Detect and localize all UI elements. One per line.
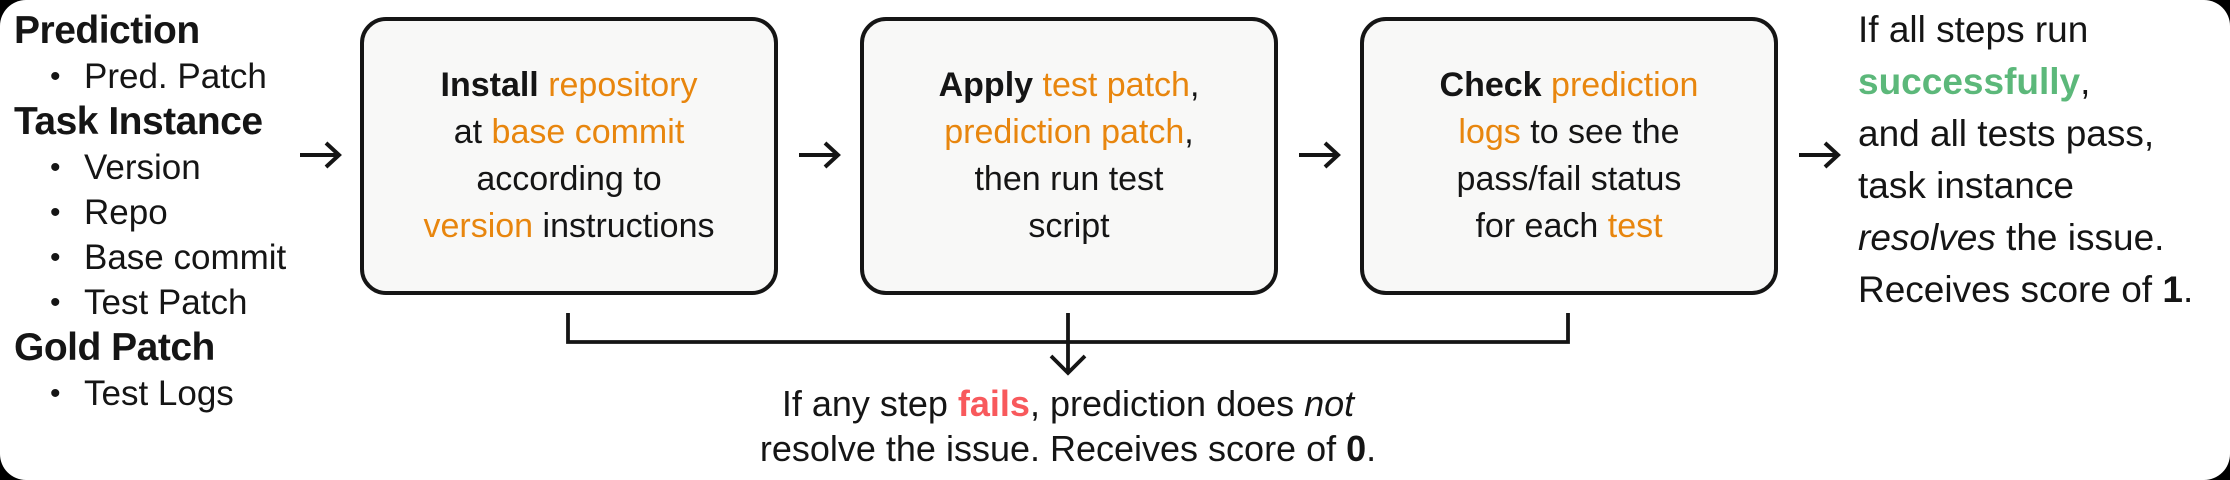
step-box-apply: Apply test patch,prediction patch,then r… bbox=[860, 17, 1278, 295]
bullet-icon: • bbox=[50, 286, 61, 319]
list-item: • Pred. Patch bbox=[14, 54, 344, 99]
list-item-label: Version bbox=[84, 148, 201, 187]
list-item: • Repo bbox=[14, 190, 344, 235]
inputs-panel: Prediction • Pred. Patch Task Instance •… bbox=[14, 8, 344, 416]
list-item: • Base commit bbox=[14, 235, 344, 280]
flow-arrow-right-icon bbox=[1299, 141, 1341, 169]
list-item-label: Pred. Patch bbox=[84, 57, 267, 96]
list-item-label: Test Logs bbox=[84, 374, 234, 413]
list-item-label: Repo bbox=[84, 193, 168, 232]
step-text: Apply test patch,prediction patch,then r… bbox=[938, 66, 1200, 245]
bullet-icon: • bbox=[50, 241, 61, 274]
list-item: • Test Patch bbox=[14, 280, 344, 325]
bullet-icon: • bbox=[50, 196, 61, 229]
flow-arrow-right-icon bbox=[300, 141, 342, 169]
section-title-task-instance: Task Instance bbox=[14, 100, 263, 143]
list-item: • Version bbox=[14, 145, 344, 190]
flow-arrow-right-icon bbox=[1799, 141, 1841, 169]
bullet-icon: • bbox=[50, 60, 61, 93]
list-item-label: Test Patch bbox=[84, 283, 248, 322]
list-item-label: Base commit bbox=[84, 238, 287, 277]
list-item: • Test Logs bbox=[14, 371, 344, 416]
flow-arrow-right-icon bbox=[799, 141, 841, 169]
bullet-icon: • bbox=[50, 377, 61, 410]
bullet-icon: • bbox=[50, 151, 61, 184]
section-title-prediction: Prediction bbox=[14, 9, 200, 52]
section-title-gold-patch: Gold Patch bbox=[14, 326, 215, 369]
